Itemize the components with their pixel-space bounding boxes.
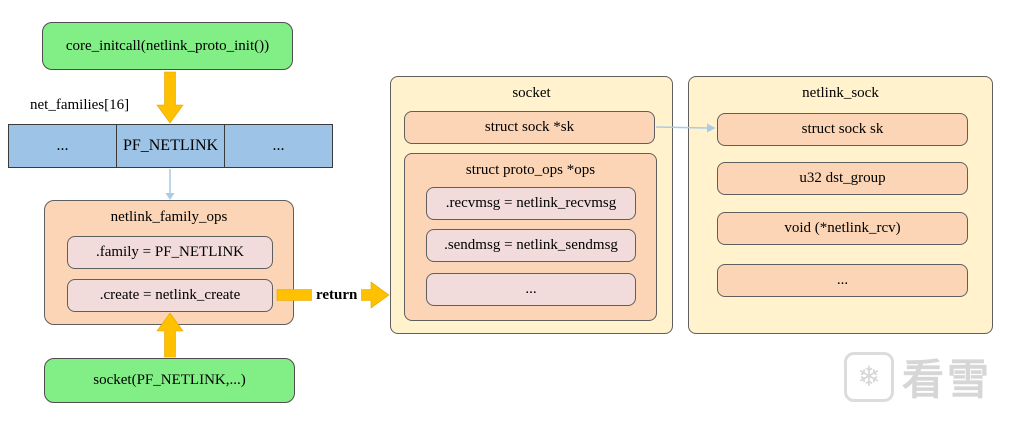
net-families-label: net_families[16] bbox=[30, 97, 130, 113]
table-cell-right: ... bbox=[272, 137, 285, 154]
netlink-sock-box: netlink_sock struct sock sk u32 dst_grou… bbox=[688, 76, 993, 334]
struct-sock-sk-ptr-box: struct sock *sk bbox=[404, 111, 655, 144]
net-families-table: ... PF_NETLINK ... bbox=[8, 124, 333, 168]
family-field-box: .family = PF_NETLINK bbox=[67, 236, 273, 269]
dst-group-label: u32 dst_group bbox=[799, 170, 886, 186]
table-cell-pf-netlink: PF_NETLINK bbox=[117, 125, 225, 167]
recvmsg-field-label: .recvmsg = netlink_recvmsg bbox=[445, 195, 617, 211]
create-field-label: .create = netlink_create bbox=[99, 287, 241, 303]
more-fields-box: ... bbox=[426, 273, 636, 306]
watermark: ❄ 看雪 bbox=[843, 346, 992, 407]
netlink-sock-title: netlink_sock bbox=[802, 85, 879, 101]
watermark-text: 看雪 bbox=[901, 355, 992, 404]
return-label: return bbox=[312, 287, 362, 304]
netlink-sock-more-label: ... bbox=[836, 272, 849, 288]
socket-call-box: socket(PF_NETLINK,...) bbox=[44, 358, 295, 403]
netlink-family-ops-title: netlink_family_ops bbox=[110, 209, 228, 225]
struct-sock-sk-label: struct sock sk bbox=[801, 121, 884, 137]
proto-ops-box: struct proto_ops *ops .recvmsg = netlink… bbox=[404, 153, 657, 321]
core-initcall-box: core_initcall(netlink_proto_init()) bbox=[42, 22, 293, 70]
netlink-family-ops-box: netlink_family_ops .family = PF_NETLINK … bbox=[44, 200, 294, 325]
proto-ops-title: struct proto_ops *ops bbox=[465, 162, 596, 178]
sendmsg-field-box: .sendmsg = netlink_sendmsg bbox=[426, 229, 636, 262]
sendmsg-field-label: .sendmsg = netlink_sendmsg bbox=[444, 237, 618, 253]
arrow-pfnetlink-to-familyops bbox=[165, 169, 175, 200]
core-initcall-label: core_initcall(netlink_proto_init()) bbox=[65, 37, 270, 54]
table-cell-left: ... bbox=[9, 125, 117, 167]
family-field-label: .family = PF_NETLINK bbox=[95, 244, 245, 260]
snowflake-icon: ❄ bbox=[843, 351, 894, 402]
more-fields-label: ... bbox=[525, 281, 537, 297]
netlink-rcv-label: void (*netlink_rcv) bbox=[784, 220, 901, 236]
socket-call-label: socket(PF_NETLINK,...) bbox=[93, 372, 246, 388]
struct-sock-sk-ptr-label: struct sock *sk bbox=[484, 119, 575, 135]
struct-sock-sk-box: struct sock sk bbox=[717, 113, 968, 146]
recvmsg-field-box: .recvmsg = netlink_recvmsg bbox=[426, 187, 636, 220]
dst-group-box: u32 dst_group bbox=[717, 162, 968, 195]
create-field-box: .create = netlink_create bbox=[67, 279, 273, 312]
netlink-sock-more-box: ... bbox=[717, 264, 968, 297]
arrow-down-initcall-to-table bbox=[156, 71, 184, 124]
netlink-rcv-box: void (*netlink_rcv) bbox=[717, 212, 968, 245]
socket-struct-title: socket bbox=[512, 85, 551, 101]
socket-struct-box: socket struct sock *sk struct proto_ops … bbox=[390, 76, 673, 334]
